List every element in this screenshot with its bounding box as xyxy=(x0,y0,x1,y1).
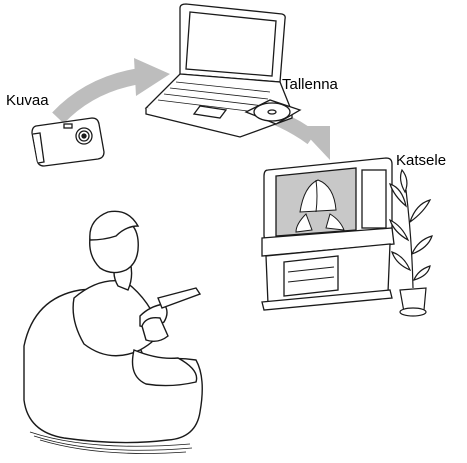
label-save: Tallenna xyxy=(282,76,338,93)
person-with-remote-icon xyxy=(23,210,203,454)
optical-disc-icon xyxy=(244,99,302,125)
laptop-computer-icon xyxy=(144,3,293,138)
digital-camera-icon xyxy=(31,117,105,167)
potted-plant-icon xyxy=(388,168,433,317)
arrow-camera-to-laptop xyxy=(52,58,170,124)
television-icon xyxy=(261,157,395,311)
label-watch: Katsele xyxy=(396,152,447,169)
label-shoot: Kuvaa xyxy=(6,92,49,109)
